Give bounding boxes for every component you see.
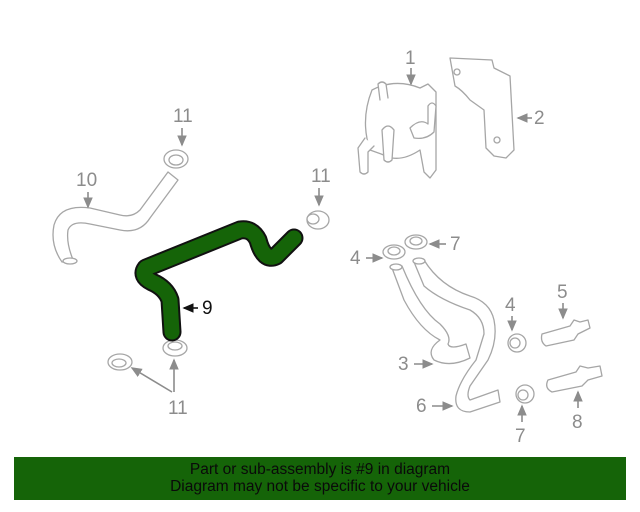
part-2-bracket[interactable] bbox=[449, 57, 515, 159]
callout-6: 6 bbox=[416, 396, 427, 417]
part-11-clamp-middle[interactable] bbox=[306, 210, 330, 230]
parts-diagram: 1 2 10 11 11 11 9 bbox=[52, 48, 603, 447]
callout-7-lower: 7 bbox=[515, 426, 526, 447]
part-4-clamp-top[interactable] bbox=[382, 244, 406, 260]
part-5-fitting[interactable] bbox=[540, 319, 591, 347]
callout-10: 10 bbox=[76, 170, 97, 191]
callout-11-top: 11 bbox=[173, 106, 193, 127]
part-7-clamp-top[interactable] bbox=[404, 234, 428, 250]
callout-8: 8 bbox=[572, 412, 583, 433]
callout-9: 9 bbox=[202, 298, 213, 319]
banner-line-2: Diagram may not be specific to your vehi… bbox=[170, 478, 470, 495]
callout-5: 5 bbox=[557, 282, 568, 303]
callout-1: 1 bbox=[405, 48, 416, 69]
part-6-hose[interactable] bbox=[412, 257, 501, 413]
part-11-clamp-top[interactable] bbox=[163, 149, 189, 169]
part-11-clamp-bottom-left[interactable] bbox=[107, 353, 133, 371]
callout-11-middle: 11 bbox=[311, 166, 331, 187]
part-11-clamp-bottom-right[interactable] bbox=[162, 339, 188, 357]
callout-4-top: 4 bbox=[350, 248, 361, 269]
callout-11-bottom: 11 bbox=[168, 398, 188, 419]
info-banner: Part or sub-assembly is #9 in diagram Di… bbox=[14, 457, 626, 500]
callout-4-lower: 4 bbox=[505, 295, 516, 316]
callout-2: 2 bbox=[534, 108, 545, 129]
part-4-clamp-lower[interactable] bbox=[507, 333, 527, 353]
part-8-fitting[interactable] bbox=[546, 365, 603, 393]
callout-3: 3 bbox=[398, 354, 409, 375]
part-3-hose[interactable] bbox=[389, 263, 471, 365]
part-10-hose[interactable] bbox=[52, 171, 179, 265]
part-1-oil-cooler[interactable] bbox=[357, 81, 437, 179]
callout-7-top: 7 bbox=[450, 234, 461, 255]
banner-line-1: Part or sub-assembly is #9 in diagram bbox=[189, 461, 451, 478]
part-7-clamp-lower[interactable] bbox=[515, 384, 535, 404]
